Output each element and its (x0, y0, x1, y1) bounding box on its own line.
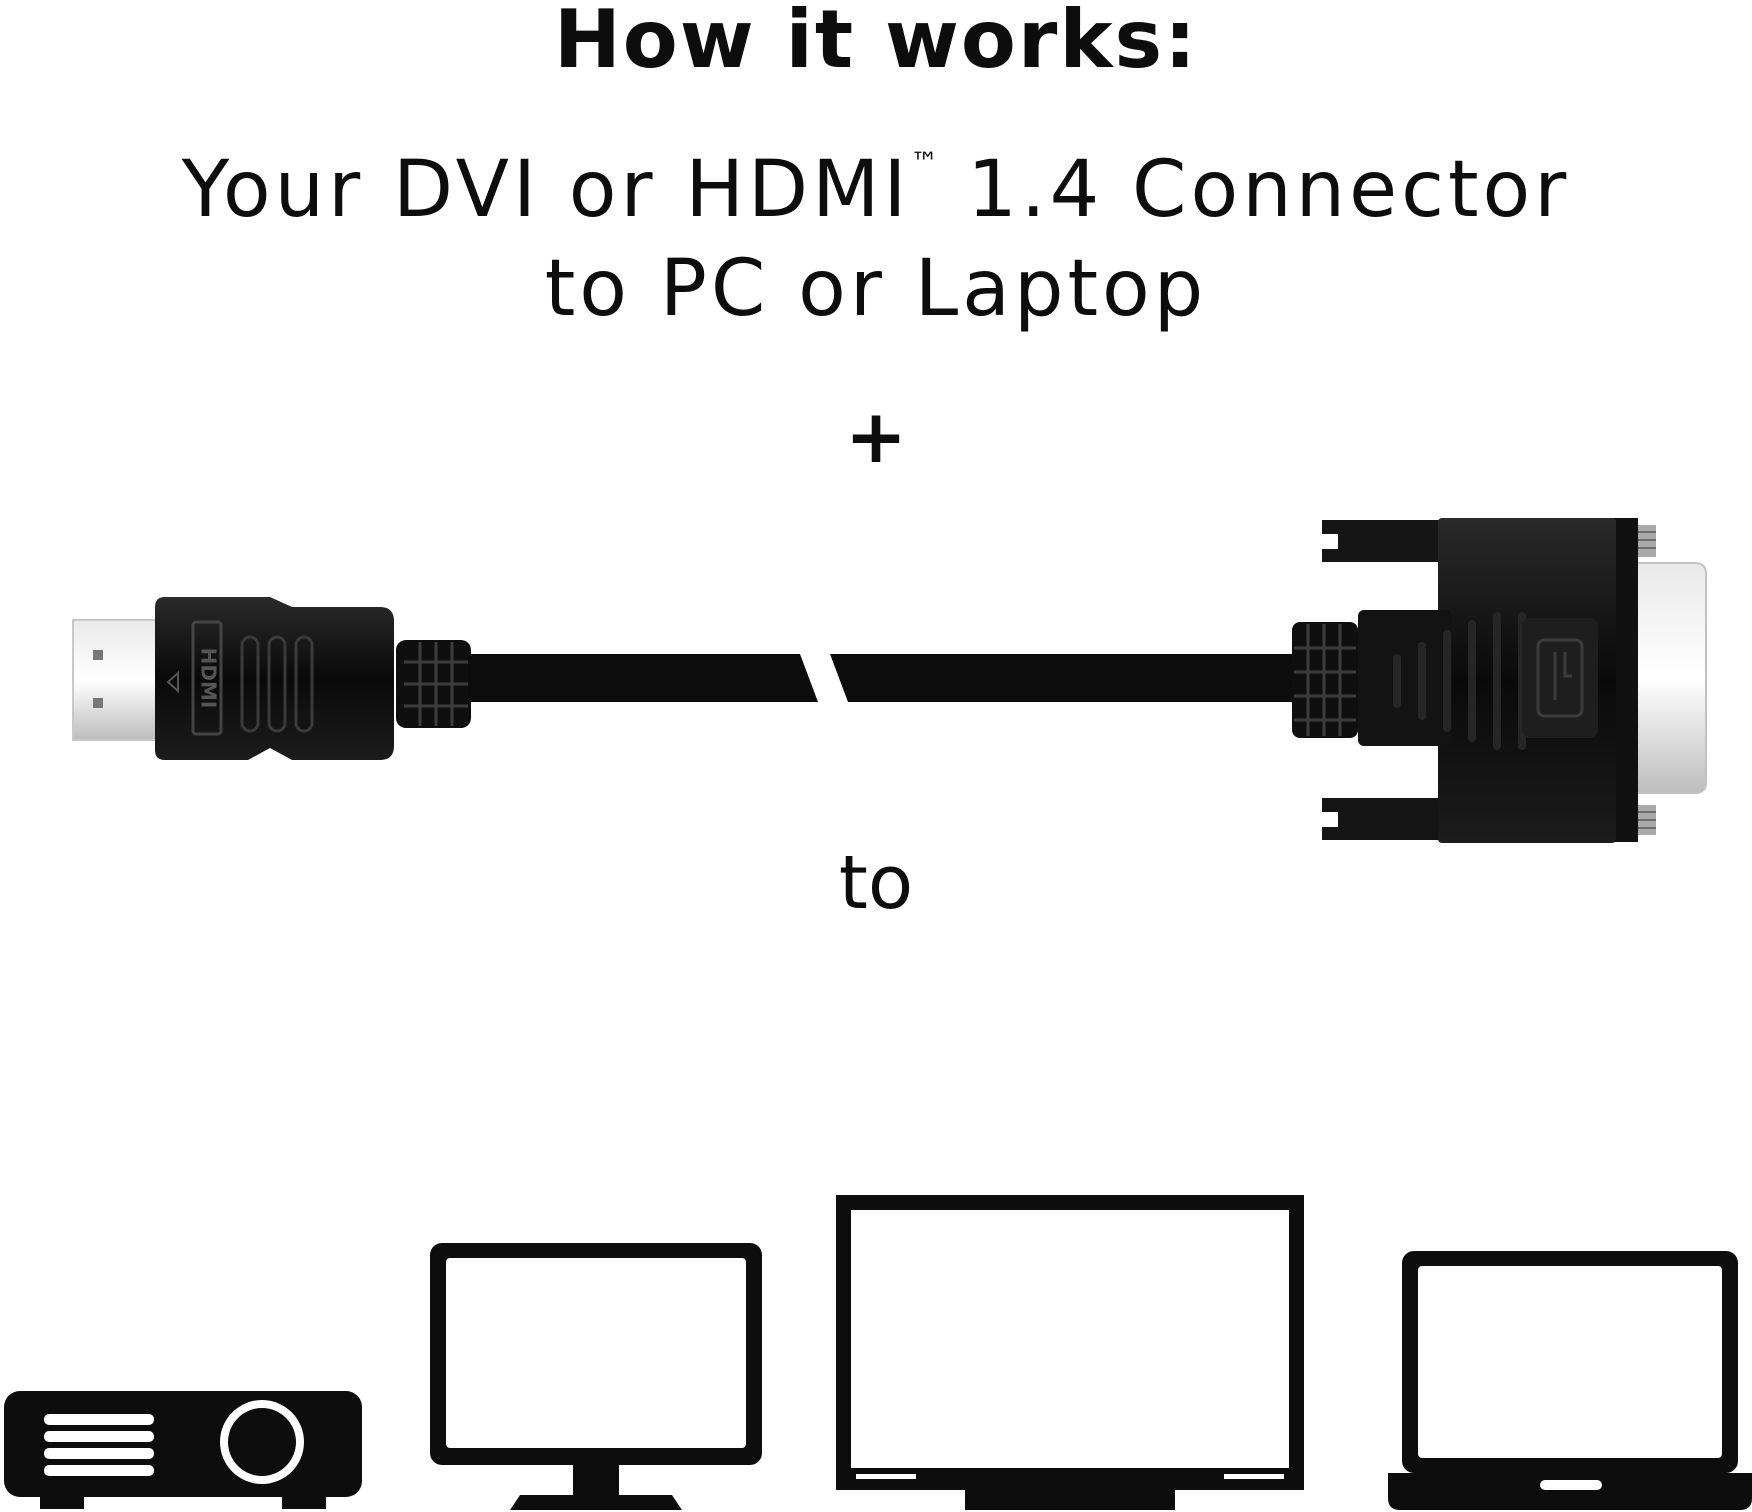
hdmi-logo-text: HDMI (197, 648, 221, 709)
heading: How it works: (553, 0, 1199, 86)
connector-line: Your DVI or HDMI™ 1.4 Connector (0, 118, 1752, 235)
connector-line-prefix: Your DVI or HDMI (181, 145, 911, 235)
cable (468, 654, 1300, 702)
projector-icon (4, 1391, 362, 1509)
plus-sign: + (844, 394, 907, 480)
connector-line-suffix: 1.4 Connector (938, 145, 1571, 235)
dvi-connector-icon (1292, 518, 1707, 843)
laptop-icon (1388, 1251, 1752, 1510)
tv-icon (836, 1195, 1304, 1510)
target-line: to PC or Laptop (544, 244, 1208, 334)
monitor-icon (430, 1243, 762, 1510)
to-label: to (838, 840, 914, 926)
trademark-mark: ™ (910, 146, 939, 179)
hdmi-connector-icon: HDMI (72, 597, 471, 760)
